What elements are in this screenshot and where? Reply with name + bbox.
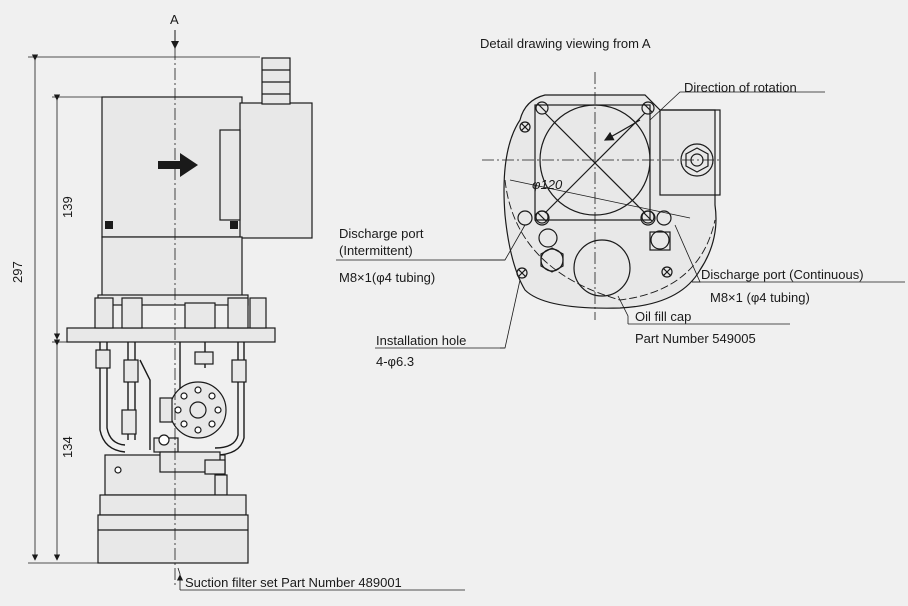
dim-overall: 297 [10,261,25,283]
installation-hole-label-2: 4-φ6.3 [376,354,414,369]
oil-fill-label-2: Part Number 549005 [635,331,756,346]
discharge-int-label-1: Discharge port [339,226,424,241]
detail-view [503,94,721,309]
discharge-int-label-3: M8×1(φ4 tubing) [339,270,435,285]
detail-title: Detail drawing viewing from A [480,36,651,51]
terminal-box [239,102,313,239]
dimension-lines [28,54,260,564]
pipework [99,342,245,456]
dim-lower: 134 [60,436,75,458]
detail-outline [503,94,717,309]
dim-upper: 139 [60,196,75,218]
pcd-label: φ120 [532,177,563,192]
oil-fill-label-1: Oil fill cap [635,309,691,324]
discharge-cont-label-2: M8×1 (φ4 tubing) [710,290,810,305]
front-view: A [66,12,313,564]
discharge-cont-label-1: Discharge port (Continuous) [701,267,864,282]
suction-filter-label: Suction filter set Part Number 489001 [185,575,402,590]
coupling-housing [101,236,243,298]
discharge-int-label-2: (Intermittent) [339,243,413,258]
installation-hole-label-1: Installation hole [376,333,466,348]
suction-filter [99,494,247,516]
flow-arrow-icon [158,153,198,177]
view-marker-label: A [170,12,179,27]
rotation-arrow-icon [603,119,641,141]
direction-label: Direction of rotation [684,80,797,95]
cable-gland [261,57,291,105]
mounting-flange [66,327,276,343]
